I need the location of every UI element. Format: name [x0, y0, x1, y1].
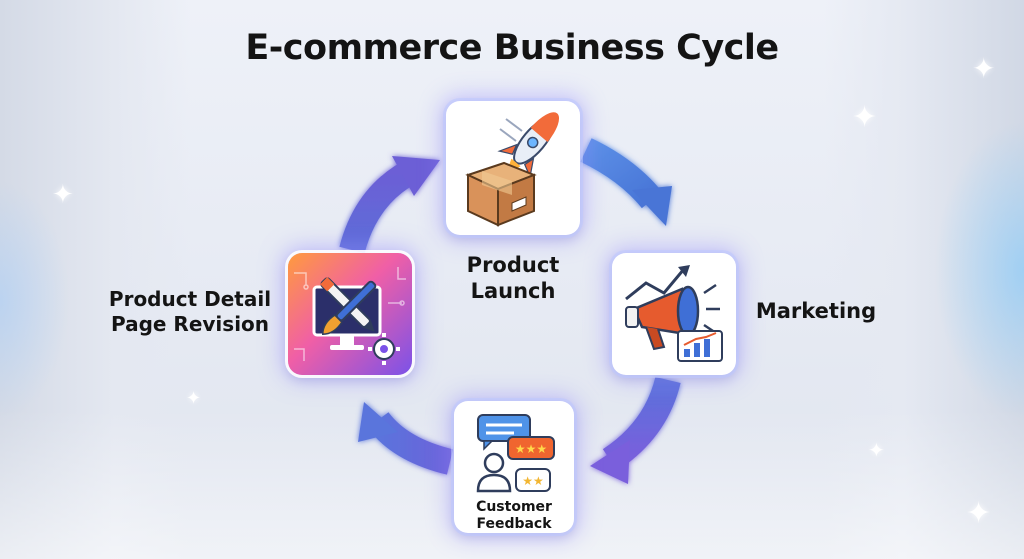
review-chat-icon: ★★★ ★★: [476, 414, 555, 493]
arrow-head-revision-to-launch: [392, 156, 440, 196]
stage-label-product-detail-page-revision: Product Detail Page Revision: [100, 287, 280, 337]
arrow-head-launch-to-marketing: [632, 186, 672, 226]
arrow-revision-to-launch: [339, 160, 417, 254]
stage-label-line: Page Revision: [110, 312, 270, 336]
stage-label-product-launch: Product Launch: [452, 252, 574, 305]
diagram-title: E-commerce Business Cycle: [245, 28, 779, 68]
sparkle-icon: ✦: [966, 496, 992, 531]
design-tools-icon: [294, 267, 406, 365]
stage-card-product-detail-page-revision: [288, 253, 412, 375]
background-light-right: [934, 120, 1024, 420]
stage-label-marketing: Marketing: [752, 298, 880, 324]
svg-text:★★★: ★★★: [515, 442, 547, 456]
arrow-head-feedback-to-revision: [358, 402, 398, 442]
arrow-head-marketing-to-feedback: [590, 440, 630, 484]
svg-text:★★: ★★: [522, 474, 544, 488]
sparkle-icon: ✦: [972, 52, 996, 85]
stage-label-line: Marketing: [755, 299, 877, 323]
rocket-box-icon: [465, 112, 560, 227]
stage-label-line: Customer: [476, 499, 552, 515]
stage-card-product-launch: [446, 101, 580, 235]
sparkle-icon: ✦: [52, 180, 74, 210]
background-light-left: [0, 180, 70, 420]
sparkle-icon: ✦: [186, 388, 202, 409]
sparkle-icon: ✦: [852, 100, 878, 135]
sparkle-icon: ✦: [868, 438, 885, 462]
stage-label-customer-feedback: Customer Feedback: [456, 499, 572, 533]
stage-label-line: Product: [466, 253, 560, 277]
stage-card-customer-feedback: ★★★ ★★: [454, 401, 574, 533]
stage-label-line: Feedback: [476, 515, 552, 532]
megaphone-chart-icon: [625, 265, 723, 362]
stage-label-line: Launch: [470, 279, 556, 304]
stage-card-marketing: [612, 253, 736, 375]
stage-label-line: Product Detail: [108, 287, 272, 311]
